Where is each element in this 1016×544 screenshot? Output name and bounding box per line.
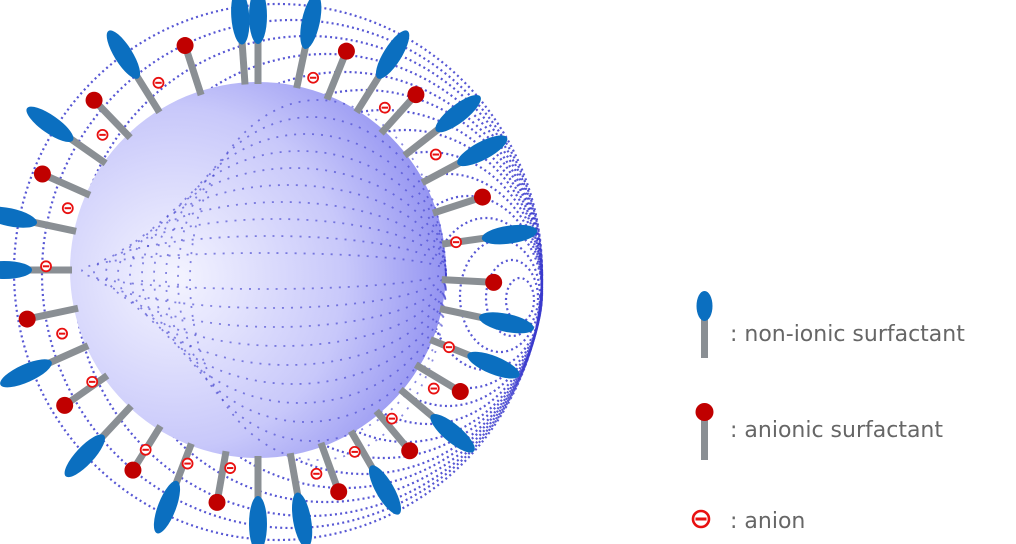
anion-label: : anion bbox=[730, 509, 806, 534]
anion-symbol bbox=[139, 443, 152, 456]
nonionic-head bbox=[64, 434, 105, 478]
anionic-head bbox=[124, 461, 142, 479]
nonionic-head bbox=[231, 0, 250, 45]
nonionic-head bbox=[467, 351, 520, 379]
anion-symbol bbox=[443, 341, 455, 354]
anionic-head bbox=[473, 188, 491, 206]
nonionic-label: : non-ionic surfactant bbox=[730, 322, 965, 347]
anionic-head bbox=[401, 442, 419, 460]
nonionic-head bbox=[26, 106, 74, 142]
surfactant-tail bbox=[317, 441, 341, 490]
surfactant-tail bbox=[378, 95, 416, 136]
anionic-head bbox=[176, 37, 194, 55]
anion-symbol bbox=[181, 457, 194, 470]
nonionic-head bbox=[249, 496, 267, 544]
nonionic-head bbox=[478, 312, 534, 334]
anion-symbol bbox=[385, 412, 398, 425]
anionic-head bbox=[485, 273, 503, 291]
field-line bbox=[392, 194, 544, 390]
anionic-label: : anionic surfactant bbox=[730, 418, 943, 443]
nonionic-head bbox=[153, 480, 181, 534]
core-line bbox=[93, 235, 447, 309]
nonionic-head bbox=[0, 206, 38, 228]
anion-symbol bbox=[86, 375, 99, 388]
nonionic-head bbox=[375, 30, 410, 79]
anion-symbol bbox=[152, 76, 165, 89]
surfactant-tail bbox=[214, 450, 230, 500]
anion-symbol bbox=[61, 202, 74, 215]
nonionic-head bbox=[300, 0, 322, 50]
anionic-head bbox=[208, 493, 226, 511]
anion-symbol bbox=[450, 236, 462, 249]
anionic-head bbox=[451, 383, 469, 401]
anion-icon bbox=[691, 509, 711, 529]
nonionic-head bbox=[106, 30, 141, 79]
surfactant-tail bbox=[182, 48, 205, 97]
anionic-head bbox=[18, 310, 36, 328]
anionic-head bbox=[33, 165, 51, 183]
anionic-head bbox=[337, 42, 355, 60]
surfactant-tail bbox=[398, 386, 440, 424]
surfactant-tail bbox=[65, 372, 110, 406]
surfactant-tail bbox=[44, 172, 92, 199]
surfactant-tail bbox=[441, 276, 490, 286]
anionic-head bbox=[85, 91, 103, 109]
anion-symbol bbox=[56, 327, 68, 340]
anion-symbol bbox=[224, 462, 237, 474]
surfactant-tail bbox=[323, 53, 349, 101]
anion-symbol bbox=[378, 101, 391, 114]
surfactant-tail bbox=[413, 361, 459, 393]
nonionic-surfactant-icon bbox=[696, 291, 713, 358]
nonionic-head bbox=[481, 224, 538, 245]
surfactant-tail bbox=[30, 304, 79, 322]
anion-symbol bbox=[307, 71, 320, 84]
nonionic-head bbox=[435, 94, 481, 133]
anionic-head bbox=[407, 86, 425, 104]
anionic-surfactant-icon bbox=[695, 403, 714, 460]
nonionic-head bbox=[368, 465, 402, 515]
surfactant-tail bbox=[94, 100, 133, 141]
field-line bbox=[458, 238, 542, 354]
field-line bbox=[484, 258, 540, 338]
anion-symbol bbox=[40, 260, 52, 273]
micelle-illustration bbox=[0, 0, 544, 544]
nonionic-head bbox=[430, 413, 475, 453]
surfactant-tail bbox=[439, 305, 488, 323]
surfactant-layer bbox=[0, 0, 538, 544]
anionic-head bbox=[56, 396, 74, 414]
surfactant-tail bbox=[431, 194, 480, 217]
field-line bbox=[504, 276, 536, 324]
anionic-head bbox=[330, 483, 348, 501]
nonionic-head bbox=[291, 492, 313, 544]
nonionic-head bbox=[457, 135, 508, 167]
anion-symbol bbox=[427, 382, 440, 395]
nonionic-head bbox=[249, 0, 267, 44]
nonionic-head bbox=[0, 359, 52, 388]
anion-symbol bbox=[348, 445, 361, 458]
surfactant-tail bbox=[373, 408, 410, 450]
anion-symbol bbox=[310, 467, 323, 480]
anion-symbol bbox=[429, 148, 442, 161]
nonionic-head bbox=[0, 261, 32, 279]
anion-symbol bbox=[96, 128, 109, 141]
